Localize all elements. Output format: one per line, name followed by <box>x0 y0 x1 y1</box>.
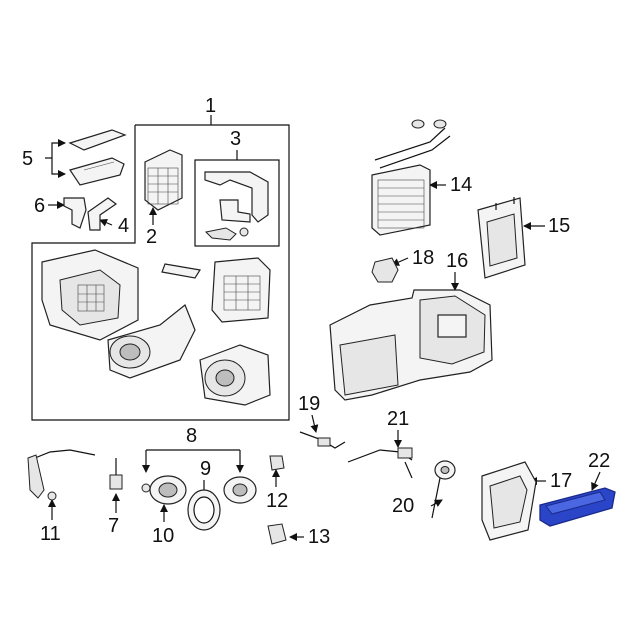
part-18-actuator <box>371 257 399 283</box>
part-7-sensor <box>109 458 123 490</box>
callout-3[interactable]: 3 <box>230 128 241 150</box>
part-12-clip <box>269 455 285 471</box>
callout-12[interactable]: 12 <box>266 490 288 512</box>
part-19-cable <box>299 431 346 449</box>
filter-housing <box>211 257 271 323</box>
blower-scroll <box>107 304 196 379</box>
part-2-core <box>144 149 183 211</box>
callout-19[interactable]: 19 <box>298 393 320 415</box>
part-15-seal <box>477 197 526 279</box>
part-21-cable <box>347 447 413 479</box>
part-8-motor <box>223 476 257 504</box>
part-5-covers <box>68 129 127 186</box>
part-3-brackets <box>204 171 269 241</box>
callout-14[interactable]: 14 <box>450 174 472 196</box>
part-9-gasket <box>187 489 221 531</box>
callout-4[interactable]: 4 <box>118 215 129 237</box>
part-22-duct-highlighted[interactable] <box>539 487 616 527</box>
callout-labels: 1 2 3 4 5 6 7 8 9 10 11 12 13 14 15 16 1… <box>22 95 610 548</box>
callout-17[interactable]: 17 <box>550 470 572 492</box>
part-11-wire-bracket <box>27 449 96 501</box>
blower-housing <box>199 344 271 406</box>
flap-plate <box>161 263 201 279</box>
callout-22[interactable]: 22 <box>588 450 610 472</box>
part-13-clip <box>267 523 287 545</box>
callout-18[interactable]: 18 <box>412 247 434 269</box>
callout-8[interactable]: 8 <box>186 425 197 447</box>
part-20-vacuum-motor <box>431 460 456 519</box>
callout-20[interactable]: 20 <box>392 495 414 517</box>
callout-16[interactable]: 16 <box>446 250 468 272</box>
part-17-door <box>481 461 537 541</box>
callout-10[interactable]: 10 <box>152 525 174 547</box>
hvac-case-left <box>41 249 139 341</box>
callout-7[interactable]: 7 <box>108 515 119 537</box>
callout-5[interactable]: 5 <box>22 148 33 170</box>
part-14-heater-core <box>371 119 451 236</box>
callout-1[interactable]: 1 <box>205 95 216 117</box>
callout-11[interactable]: 11 <box>40 523 61 545</box>
part-4-bracket <box>87 197 118 231</box>
callout-2[interactable]: 2 <box>146 226 157 248</box>
part-10-blower-motor <box>141 475 187 505</box>
assembly-1-frame <box>31 115 290 421</box>
part-6-bracket <box>63 197 87 229</box>
callout-6[interactable]: 6 <box>34 195 45 217</box>
part-16-plenum <box>329 289 493 401</box>
callout-13[interactable]: 13 <box>308 526 330 548</box>
callout-9[interactable]: 9 <box>200 458 211 480</box>
callout-15[interactable]: 15 <box>548 215 570 237</box>
callout-21[interactable]: 21 <box>387 408 409 430</box>
